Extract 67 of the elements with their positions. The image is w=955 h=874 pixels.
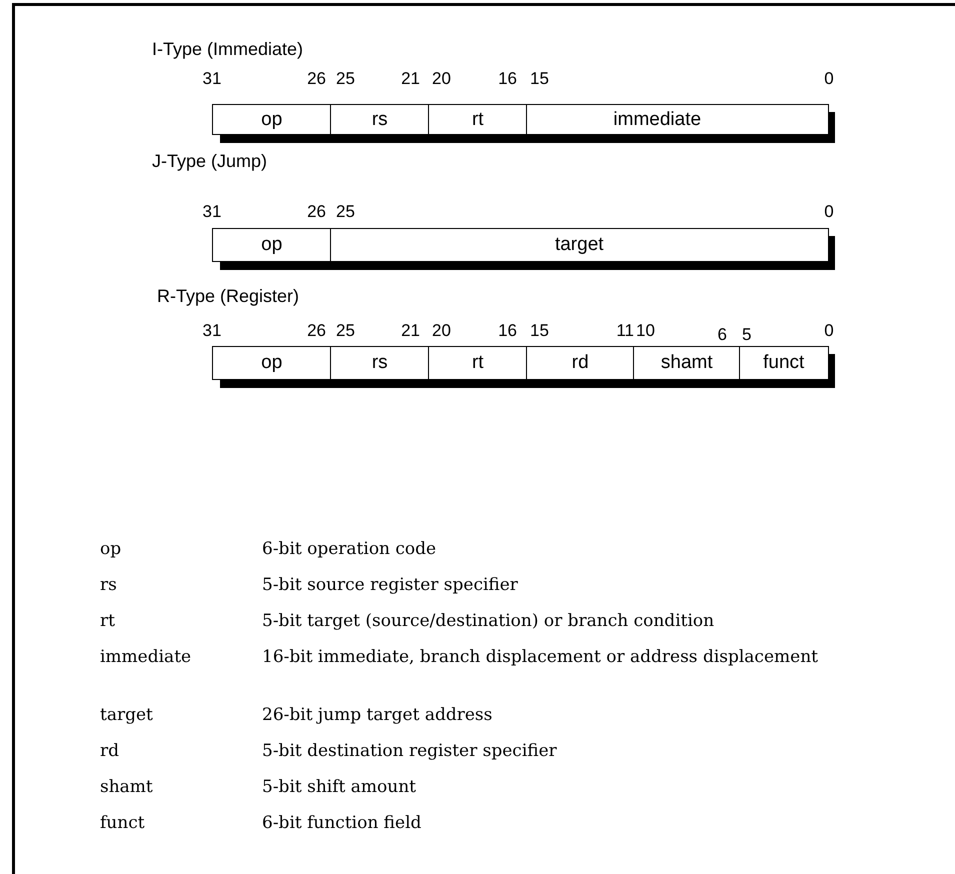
field-name: rd [572, 352, 589, 374]
bit-number: 5 [742, 326, 752, 343]
bit-field-box [330, 228, 828, 262]
bit-number: 20 [432, 322, 451, 339]
bit-number: 6 [718, 326, 727, 343]
bit-number: 0 [824, 203, 834, 220]
bit-number: 0 [824, 70, 834, 87]
field-term: shamt [100, 776, 153, 798]
field-name: rs [372, 108, 388, 130]
field-description: 26-bit jump target address [262, 704, 494, 726]
bit-field-box [212, 104, 332, 135]
bit-field-box [633, 346, 740, 380]
field-term: rt [100, 610, 115, 632]
bit-number: 10 [636, 322, 655, 339]
field-name: op [261, 234, 282, 256]
field-term: rs [100, 574, 117, 596]
bit-number: 15 [530, 322, 549, 339]
field-description: 6-bit operation code [262, 538, 438, 560]
field-name: rs [372, 352, 388, 374]
field-description: 5-bit shift amount [262, 776, 417, 798]
bit-field-box [428, 104, 528, 135]
field-name: funct [763, 352, 804, 374]
field-description: 5-bit destination register specifier [262, 740, 558, 762]
field-term: immediate [100, 646, 192, 668]
bit-number: 31 [202, 322, 222, 339]
bit-number: 21 [401, 322, 420, 339]
bit-number: 16 [498, 322, 517, 339]
bit-field-box [212, 346, 332, 380]
bit-field-box [428, 346, 528, 380]
field-name: shamt [660, 352, 713, 374]
bit-number: 21 [401, 70, 420, 87]
bit-number: 0 [824, 322, 834, 339]
bit-field-box [212, 228, 332, 262]
field-description: 6-bit function field [262, 812, 422, 834]
bit-number: 20 [432, 70, 451, 87]
format-title: I-Type (Immediate) [152, 40, 304, 58]
bit-number: 25 [336, 70, 355, 87]
bit-field-box [330, 346, 430, 380]
field-term: funct [100, 812, 145, 834]
bit-field-box [526, 104, 828, 135]
field-name: rt [472, 352, 484, 374]
bit-number: 26 [307, 203, 326, 220]
bit-number: 26 [307, 322, 326, 339]
bit-field-box [330, 104, 430, 135]
bit-number: 15 [530, 70, 549, 87]
field-term: rd [100, 740, 120, 762]
field-description: 16-bit immediate, branch displacement or address displacement [262, 646, 819, 668]
field-term: target [100, 704, 153, 726]
field-name: immediate [613, 108, 702, 130]
bit-number: 25 [336, 203, 355, 220]
bit-number: 11 [616, 322, 634, 339]
bit-field-box [526, 346, 634, 380]
bit-number: 25 [336, 322, 355, 339]
bit-number: 31 [202, 203, 222, 220]
format-title: J-Type (Jump) [152, 152, 268, 170]
format-title: R-Type (Register) [157, 287, 300, 305]
field-description: 5-bit source register specifier [262, 574, 519, 596]
bit-number: 26 [307, 70, 326, 87]
field-name: rt [472, 108, 484, 130]
field-name: target [554, 234, 604, 256]
field-name: op [261, 352, 282, 374]
field-name: op [261, 108, 282, 130]
bit-field-box [739, 346, 828, 380]
field-description: 5-bit target (source/destination) or branch condition [262, 610, 716, 632]
bit-number: 31 [202, 70, 222, 87]
field-term: op [100, 538, 122, 560]
bit-number: 16 [498, 70, 517, 87]
